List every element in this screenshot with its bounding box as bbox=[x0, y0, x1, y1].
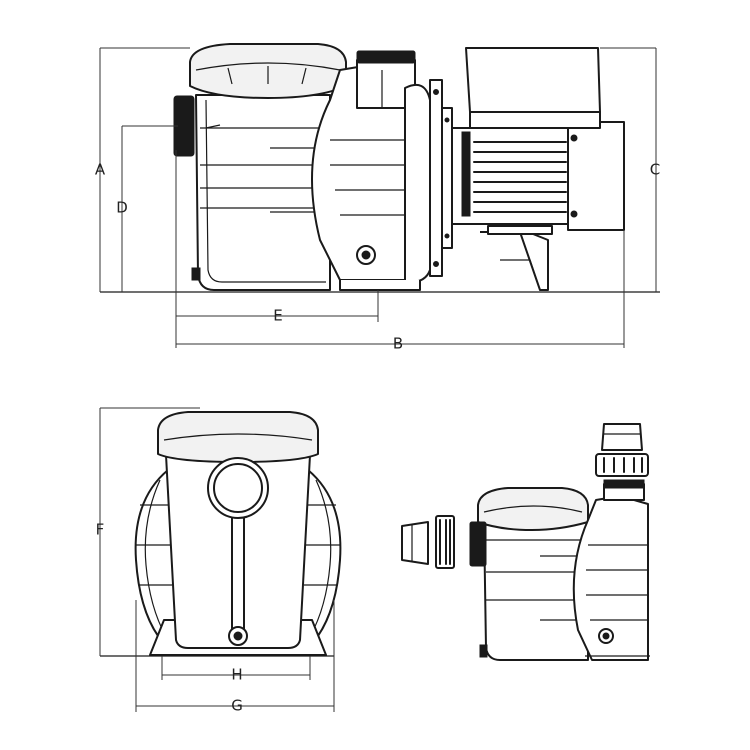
dim-label-h: H bbox=[231, 666, 242, 684]
front-strainer-housing bbox=[165, 454, 311, 649]
motor-foot bbox=[480, 231, 549, 291]
dim-label-f: F bbox=[96, 521, 105, 539]
dim-label-g: G bbox=[231, 697, 243, 715]
strainer-housing bbox=[195, 94, 331, 291]
exploded-inlet-pipe bbox=[401, 521, 429, 565]
exploded-view bbox=[401, 423, 650, 661]
front-view bbox=[100, 411, 342, 657]
exploded-outlet-pipe bbox=[601, 423, 643, 451]
drain-plug bbox=[191, 267, 201, 281]
seal-plate bbox=[404, 84, 431, 284]
exploded-strainer-housing bbox=[483, 519, 589, 661]
dim-label-e: E bbox=[273, 307, 282, 325]
terminal-box bbox=[465, 47, 601, 113]
side-view bbox=[100, 43, 660, 293]
dim-label-c: C bbox=[650, 161, 660, 179]
motor-cooling-fins bbox=[473, 141, 567, 213]
front-lid bbox=[157, 411, 319, 463]
exploded-volute bbox=[572, 495, 649, 661]
dim-label-a: A bbox=[95, 161, 106, 179]
side-view-dimensions bbox=[99, 47, 657, 348]
front-view-dimensions bbox=[99, 407, 335, 712]
dim-label-b: B bbox=[393, 335, 403, 353]
exploded-lid bbox=[477, 487, 589, 531]
dim-label-d: D bbox=[116, 199, 128, 217]
